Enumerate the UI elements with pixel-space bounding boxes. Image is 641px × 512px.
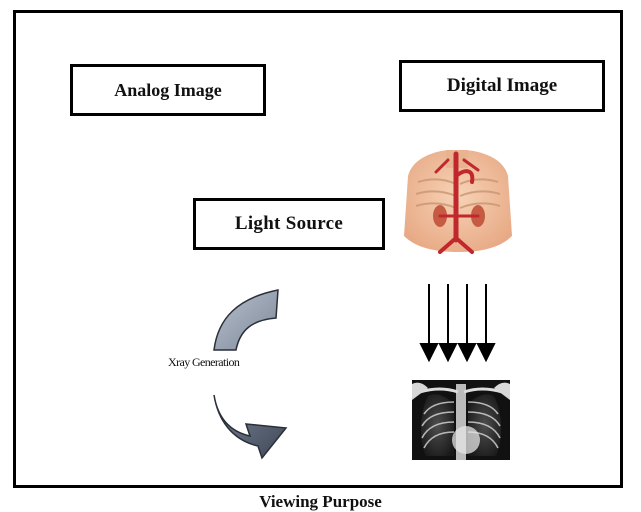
downward-ray-arrows xyxy=(419,284,496,363)
curved-arrow-lower xyxy=(213,394,288,460)
digital-image-label: Digital Image xyxy=(446,75,558,96)
xray-generation-label: Xray Generation xyxy=(168,355,240,369)
analog-image-label: Analog Image xyxy=(114,79,222,100)
viewing-purpose-caption: Viewing Purpose xyxy=(259,492,382,511)
light-source-box: Light Source xyxy=(193,198,385,250)
digital-image-box: Digital Image xyxy=(399,60,605,112)
chest-xray-image xyxy=(412,380,510,460)
analog-image-box: Analog Image xyxy=(70,64,266,116)
light-source-label: Light Source xyxy=(234,213,344,234)
anatomy-torso-icon xyxy=(404,150,512,254)
curved-arrow-upper xyxy=(213,289,279,351)
